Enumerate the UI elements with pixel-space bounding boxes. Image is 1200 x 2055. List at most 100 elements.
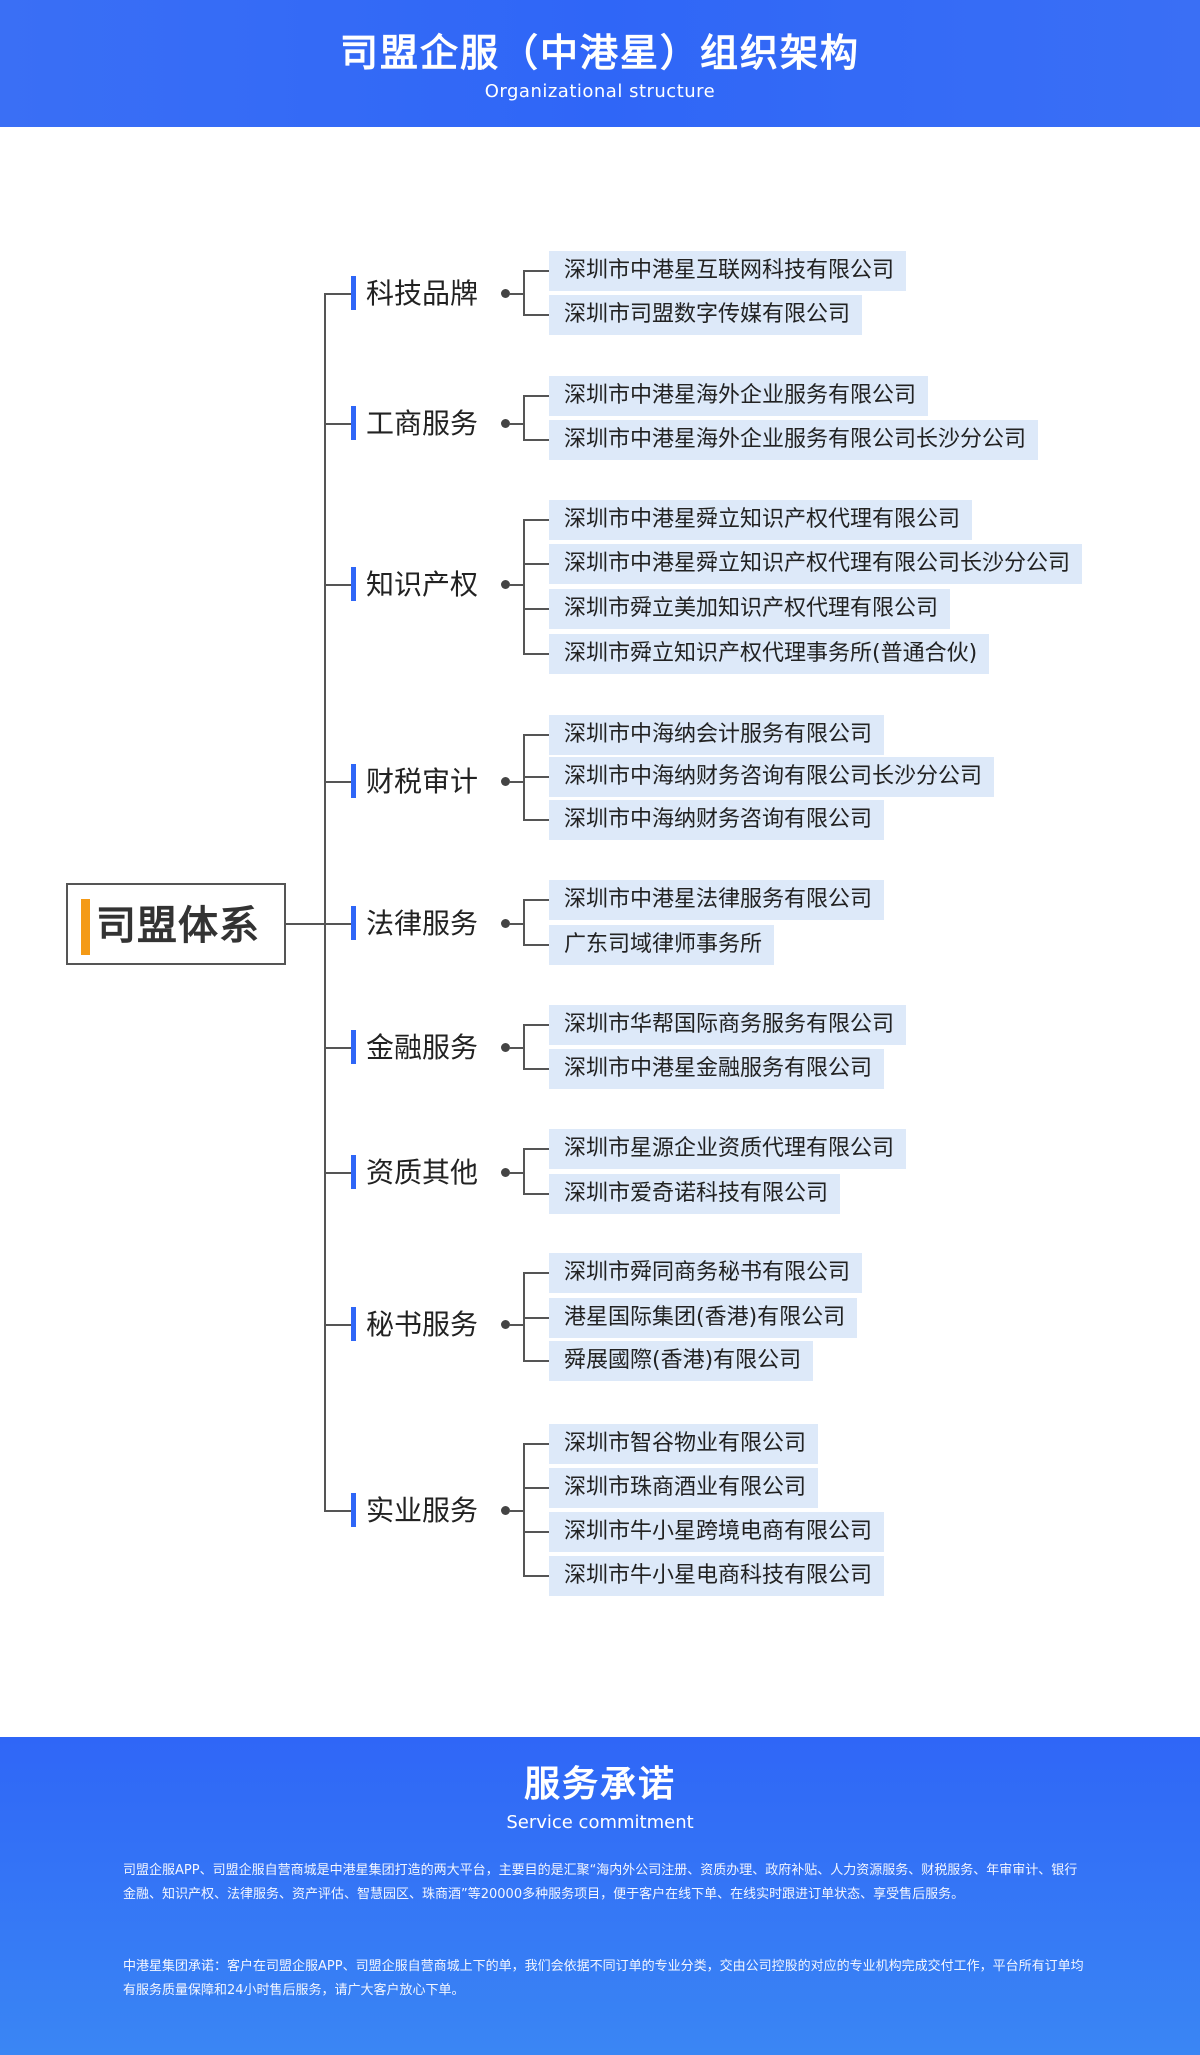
category-branch-connector <box>509 781 523 783</box>
company-connector <box>523 899 549 901</box>
company-box: 舜展國際(香港)有限公司 <box>549 1341 814 1381</box>
category-label: 科技品牌 <box>366 277 479 310</box>
category-connector <box>324 1510 351 1512</box>
category-branch-connector <box>509 1510 523 1512</box>
company-box: 深圳市珠商酒业有限公司 <box>549 1468 819 1508</box>
company-box: 深圳市中港星互联网科技有限公司 <box>549 251 907 291</box>
category-branch-connector <box>509 584 523 586</box>
company-connector <box>523 776 549 778</box>
company-connector <box>523 314 549 316</box>
company-box: 深圳市中港星海外企业服务有限公司长沙分公司 <box>549 420 1039 460</box>
company-connector <box>523 1272 549 1274</box>
company-connector <box>523 1068 549 1070</box>
category-accent-bar <box>351 906 356 940</box>
category-accent-bar <box>351 1493 356 1527</box>
company-box: 深圳市牛小星电商科技有限公司 <box>549 1556 885 1596</box>
company-connector <box>523 395 549 397</box>
category-label: 金融服务 <box>366 1031 479 1064</box>
company-bracket-line <box>523 899 525 946</box>
company-connector <box>523 1575 549 1577</box>
category-accent-bar <box>351 276 356 310</box>
company-bracket-line <box>523 270 525 316</box>
company-connector <box>523 1487 549 1489</box>
footer-paragraph-platform: 司盟企服APP、司盟企服自营商城是中港星集团打造的两大平台，主要目的是汇聚“海内… <box>123 1863 1078 1902</box>
company-connector <box>523 1443 549 1445</box>
category-label: 财税审计 <box>366 765 479 798</box>
category-label: 资质其他 <box>366 1156 479 1189</box>
company-box: 深圳市中港星海外企业服务有限公司 <box>549 376 929 416</box>
company-box: 深圳市舜同商务秘书有限公司 <box>549 1253 863 1293</box>
root-accent-bar <box>81 899 90 955</box>
category-dot <box>501 1506 510 1515</box>
root-label: 司盟体系 <box>96 903 260 949</box>
category-accent-bar <box>351 1307 356 1341</box>
category-connector <box>324 1324 351 1326</box>
category-dot <box>501 419 510 428</box>
category-connector <box>324 584 351 586</box>
company-bracket-line <box>523 519 525 655</box>
company-box: 深圳市舜立知识产权代理事务所(普通合伙) <box>549 634 990 674</box>
company-box: 深圳市中海纳财务咨询有限公司长沙分公司 <box>549 757 995 797</box>
category-connector <box>324 1172 351 1174</box>
company-box: 广东司域律师事务所 <box>549 925 775 965</box>
org-chart: 司盟体系 科技品牌深圳市中港星互联网科技有限公司深圳市司盟数字传媒有限公司工商服… <box>0 127 1200 1737</box>
company-connector <box>523 1024 549 1026</box>
company-connector <box>523 819 549 821</box>
company-connector <box>523 734 549 736</box>
company-box: 深圳市星源企业资质代理有限公司 <box>549 1129 907 1169</box>
company-box: 港星国际集团(香港)有限公司 <box>549 1298 858 1338</box>
category-dot <box>501 1043 510 1052</box>
category-label: 法律服务 <box>366 907 479 940</box>
category-connector <box>324 923 351 925</box>
category-dot <box>501 1320 510 1329</box>
category-label: 知识产权 <box>366 568 479 601</box>
category-accent-bar <box>351 567 356 601</box>
company-box: 深圳市中港星舜立知识产权代理有限公司长沙分公司 <box>549 544 1083 584</box>
company-box: 深圳市舜立美加知识产权代理有限公司 <box>549 589 951 629</box>
category-branch-connector <box>509 1172 523 1174</box>
footer-subtitle: Service commitment <box>506 1812 694 1833</box>
category-dot <box>501 580 510 589</box>
company-box: 深圳市牛小星跨境电商有限公司 <box>549 1512 885 1552</box>
company-box: 深圳市中海纳财务咨询有限公司 <box>549 800 885 840</box>
company-box: 深圳市中港星金融服务有限公司 <box>549 1049 885 1089</box>
footer-paragraph-promise: 中港星集团承诺：客户在司盟企服APP、司盟企服自营商城上下的单，我们会依据不同订… <box>123 1959 1084 1998</box>
category-dot <box>501 777 510 786</box>
company-connector <box>523 1148 549 1150</box>
category-dot <box>501 919 510 928</box>
category-connector <box>324 1047 351 1049</box>
category-connector <box>324 781 351 783</box>
company-bracket-line <box>523 1443 525 1577</box>
category-branch-connector <box>509 293 523 295</box>
company-bracket-line <box>523 395 525 441</box>
company-connector <box>523 270 549 272</box>
category-branch-connector <box>509 423 523 425</box>
company-box: 深圳市司盟数字传媒有限公司 <box>549 295 863 335</box>
category-accent-bar <box>351 764 356 798</box>
category-accent-bar <box>351 1155 356 1189</box>
category-label: 秘书服务 <box>366 1308 479 1341</box>
company-bracket-line <box>523 1148 525 1195</box>
service-commitment-section: 服务承诺 Service commitment 司盟企服APP、司盟企服自营商城… <box>0 1737 1200 2055</box>
company-connector <box>523 1360 549 1362</box>
category-branch-connector <box>509 1324 523 1326</box>
category-label: 实业服务 <box>366 1494 479 1527</box>
root-node: 司盟体系 <box>66 883 286 965</box>
company-connector <box>523 653 549 655</box>
company-box: 深圳市中港星舜立知识产权代理有限公司 <box>549 500 973 540</box>
company-connector <box>523 563 549 565</box>
company-connector <box>523 1193 549 1195</box>
category-branch-connector <box>509 923 523 925</box>
company-connector <box>523 1317 549 1319</box>
company-box: 深圳市爱奇诺科技有限公司 <box>549 1174 841 1214</box>
category-dot <box>501 1168 510 1177</box>
company-connector <box>523 1531 549 1533</box>
category-dot <box>501 289 510 298</box>
trunk-line <box>324 294 326 1512</box>
page-header: 司盟企服（中港星）组织架构 Organizational structure <box>0 0 1200 127</box>
company-connector <box>523 439 549 441</box>
company-connector <box>523 519 549 521</box>
company-box: 深圳市中港星法律服务有限公司 <box>549 880 885 920</box>
category-connector <box>324 293 351 295</box>
company-box: 深圳市智谷物业有限公司 <box>549 1424 819 1464</box>
